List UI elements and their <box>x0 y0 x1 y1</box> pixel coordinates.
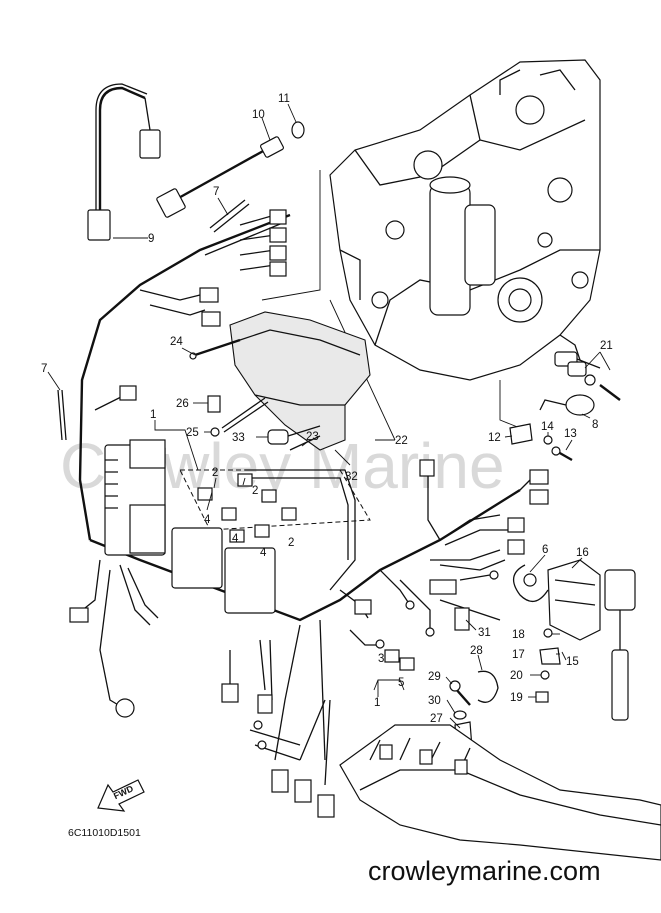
callout-6: 6 <box>542 544 548 556</box>
callout-3: 3 <box>378 653 384 665</box>
callout-2-b: 2 <box>252 485 258 497</box>
part-5-connector <box>399 657 415 671</box>
callout-5: 5 <box>398 677 404 689</box>
callout-16: 16 <box>576 547 589 559</box>
callout-7-left: 7 <box>41 363 47 375</box>
part-8-grommet <box>539 394 595 416</box>
callout-33: 33 <box>232 432 245 444</box>
part-19-bolt <box>535 691 549 703</box>
part-7-upper-tie <box>209 199 250 233</box>
part-20-washer <box>540 670 550 680</box>
callout-2-a: 2 <box>212 467 218 479</box>
callout-2-c: 2 <box>288 537 294 549</box>
bottom-cowling <box>339 724 661 861</box>
callout-18: 18 <box>512 629 525 641</box>
harness-9 <box>87 83 161 241</box>
callout-12: 12 <box>488 432 501 444</box>
callout-4-c: 4 <box>260 547 267 559</box>
callout-14: 14 <box>541 421 554 433</box>
callout-15: 15 <box>566 656 579 668</box>
callout-17: 17 <box>512 649 525 661</box>
part-1-control-unit <box>104 439 371 614</box>
main-harness <box>69 209 549 818</box>
callout-19: 19 <box>510 692 523 704</box>
part-12-bracket <box>509 423 533 445</box>
part-31-clip <box>454 607 470 631</box>
callout-1-main: 1 <box>150 409 156 421</box>
part-23-screw <box>289 435 321 451</box>
part-28-clamp <box>477 670 499 703</box>
part-3-connector <box>384 649 400 663</box>
callout-24: 24 <box>170 336 183 348</box>
callout-10: 10 <box>252 109 265 121</box>
part-17-plate <box>539 647 561 665</box>
callout-7-upper: 7 <box>213 186 219 198</box>
part-18-washer <box>543 628 553 638</box>
callout-13: 13 <box>564 428 577 440</box>
part-24-bolt <box>194 338 241 357</box>
callout-9: 9 <box>148 233 154 245</box>
callout-25: 25 <box>186 427 199 439</box>
part-25-screw <box>210 427 220 437</box>
callout-26: 26 <box>176 398 189 410</box>
part-16-bracket <box>547 559 636 721</box>
part-21-sensor <box>567 361 621 401</box>
part-6-cable-clip <box>513 564 549 602</box>
part-14-washer <box>543 435 553 445</box>
callout-22: 22 <box>395 435 408 447</box>
part-26-clip <box>207 395 221 413</box>
part-33-grommet <box>267 429 289 445</box>
diagram-code: 6C11010D1501 <box>68 827 141 839</box>
callout-1-sub: 1 <box>374 697 380 709</box>
callout-4-b: 4 <box>232 533 239 545</box>
website-footer: crowleymarine.com <box>368 856 601 886</box>
part-7-left-tie <box>57 389 67 441</box>
callout-21: 21 <box>600 340 613 352</box>
callout-32: 32 <box>345 471 358 483</box>
callout-28: 28 <box>470 645 483 657</box>
part-13-bolt <box>557 450 573 462</box>
part-30-grommet <box>453 710 467 720</box>
engine-block <box>329 59 601 381</box>
callout-4-a: 4 <box>204 514 211 526</box>
part-32-bracket <box>229 311 371 451</box>
callout-27: 27 <box>430 713 443 725</box>
callout-23: 23 <box>306 431 319 443</box>
callout-11: 11 <box>278 93 290 105</box>
callout-8: 8 <box>592 419 598 431</box>
part-10-sensor <box>156 121 305 218</box>
fwd-arrow: FWD <box>97 779 145 812</box>
callout-20: 20 <box>510 670 523 682</box>
callout-31: 31 <box>478 627 491 639</box>
callout-30: 30 <box>428 695 441 707</box>
callout-29: 29 <box>428 671 441 683</box>
